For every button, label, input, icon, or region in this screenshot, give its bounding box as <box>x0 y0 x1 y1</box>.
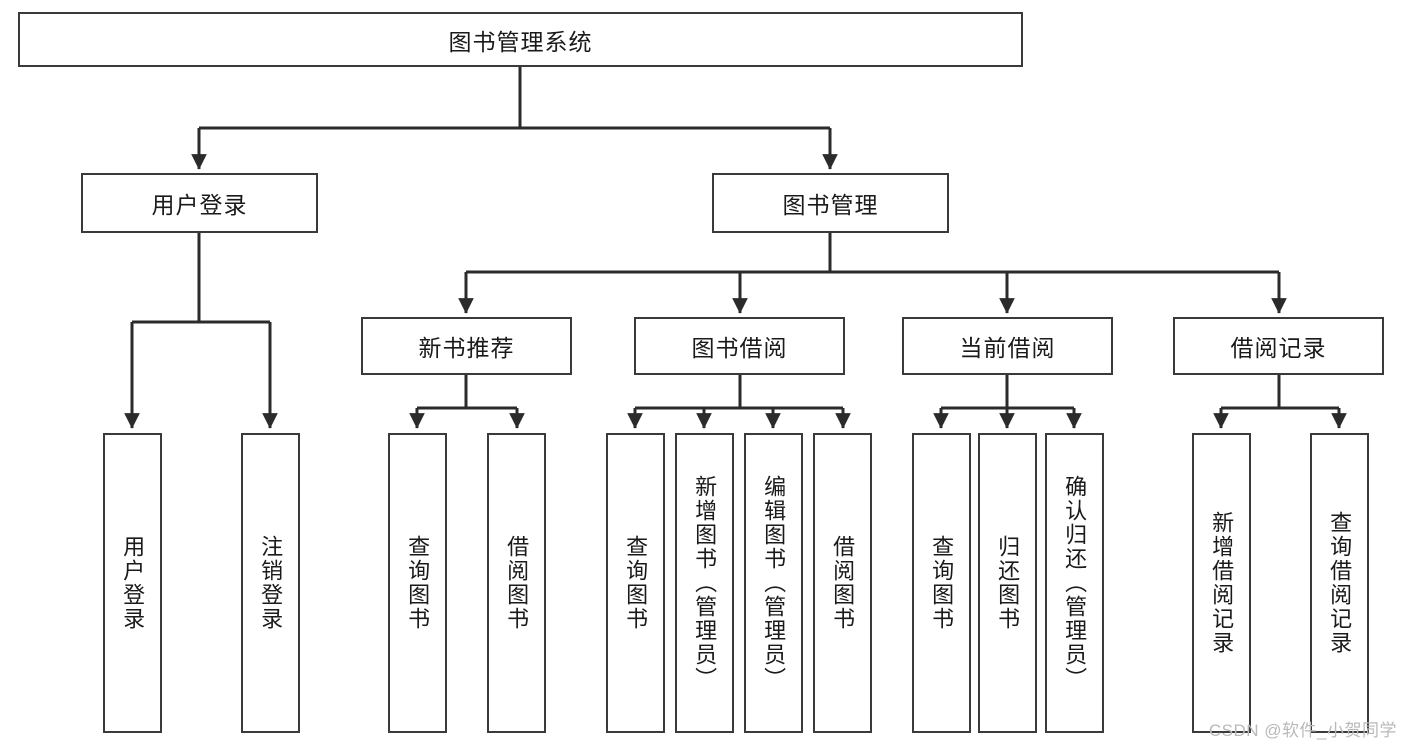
leaf-query-book-recommend[interactable]: 查询图书 <box>388 433 447 733</box>
node-current-borrow[interactable]: 当前借阅 <box>902 317 1113 375</box>
node-label: 用户登录 <box>151 192 248 218</box>
node-label: 图书管理系统 <box>448 28 593 55</box>
node-label: 用户登录 <box>120 535 146 631</box>
leaf-return-book[interactable]: 归还图书 <box>978 433 1037 733</box>
leaf-user-login[interactable]: 用户登录 <box>103 433 162 733</box>
node-root-book-management-system[interactable]: 图书管理系统 <box>18 12 1023 67</box>
leaf-query-borrow-record[interactable]: 查询借阅记录 <box>1310 433 1369 733</box>
node-user-login[interactable]: 用户登录 <box>81 173 318 233</box>
node-label: 查询图书 <box>405 535 431 631</box>
node-label: 新书推荐 <box>418 335 515 361</box>
node-book-borrow[interactable]: 图书借阅 <box>634 317 845 375</box>
leaf-borrow-book-borrow[interactable]: 借阅图书 <box>813 433 872 733</box>
leaf-add-borrow-record[interactable]: 新增借阅记录 <box>1192 433 1251 733</box>
node-label: 借阅图书 <box>830 535 856 631</box>
node-label: 借阅记录 <box>1230 335 1327 361</box>
leaf-query-book-current[interactable]: 查询图书 <box>912 433 971 733</box>
node-label: 当前借阅 <box>959 335 1056 361</box>
node-label: 编辑图书（管理员） <box>761 475 787 691</box>
node-label: 查询图书 <box>929 535 955 631</box>
node-label: 图书借阅 <box>691 335 788 361</box>
node-label: 查询借阅记录 <box>1327 511 1353 655</box>
leaf-borrow-book-recommend[interactable]: 借阅图书 <box>487 433 546 733</box>
leaf-logout-login[interactable]: 注销登录 <box>241 433 300 733</box>
node-label: 注销登录 <box>258 535 284 631</box>
leaf-confirm-return-admin[interactable]: 确认归还（管理员） <box>1045 433 1104 733</box>
leaf-query-book-borrow[interactable]: 查询图书 <box>606 433 665 733</box>
node-label: 查询图书 <box>623 535 649 631</box>
node-new-book-recommend[interactable]: 新书推荐 <box>361 317 572 375</box>
node-borrow-record[interactable]: 借阅记录 <box>1173 317 1384 375</box>
node-label: 借阅图书 <box>504 535 530 631</box>
node-book-management[interactable]: 图书管理 <box>712 173 949 233</box>
csdn-watermark: CSDN @软件_小贺同学 <box>1208 721 1397 740</box>
node-label: 新增图书（管理员） <box>692 475 718 691</box>
leaf-edit-book-admin[interactable]: 编辑图书（管理员） <box>744 433 803 733</box>
node-label: 归还图书 <box>995 535 1021 631</box>
node-label: 新增借阅记录 <box>1209 511 1235 655</box>
leaf-add-book-admin[interactable]: 新增图书（管理员） <box>675 433 734 733</box>
node-label: 图书管理 <box>782 192 879 218</box>
node-label: 确认归还（管理员） <box>1062 475 1088 691</box>
